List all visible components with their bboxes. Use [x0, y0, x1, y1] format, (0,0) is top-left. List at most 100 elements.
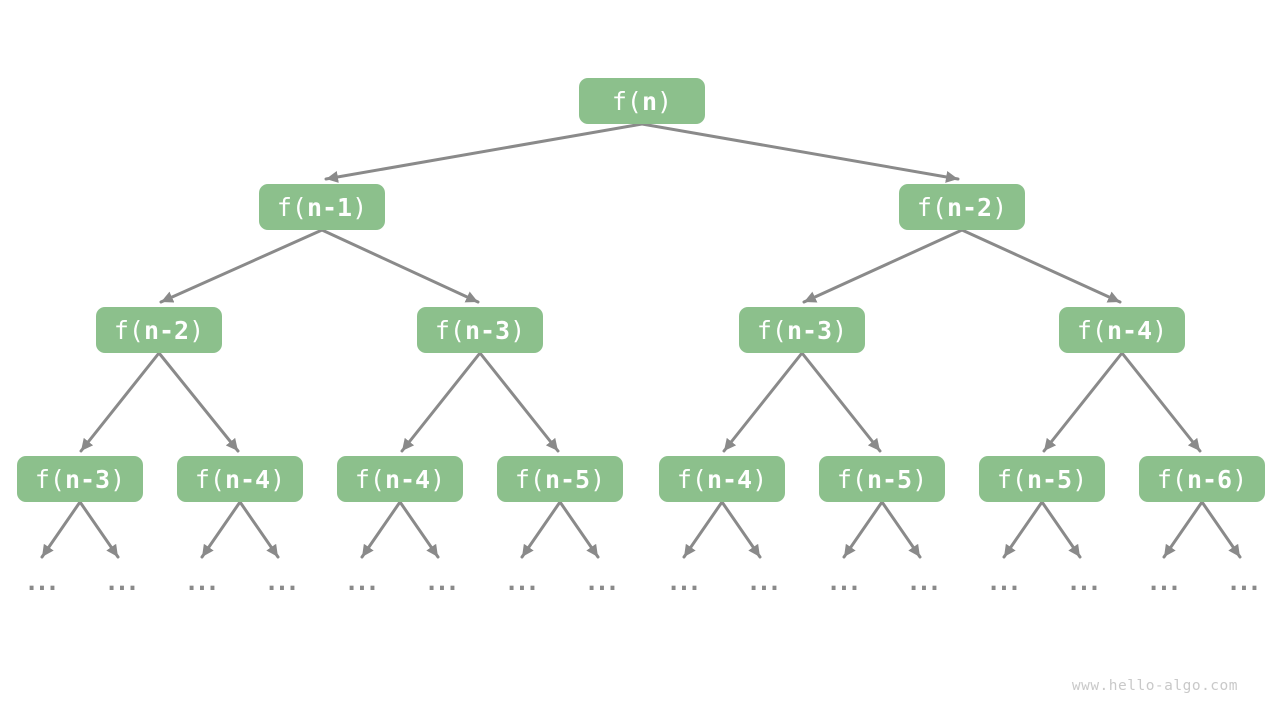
- arrow: [682, 500, 724, 559]
- tree-node-f-n-4: f(n-4): [659, 456, 785, 502]
- leaf-ellipsis: ...: [184, 568, 219, 596]
- tree-node-f-n-3: f(n-3): [17, 456, 143, 502]
- arrow: [40, 500, 82, 559]
- node-suffix: ): [1232, 464, 1248, 494]
- leaf-ellipsis: ...: [24, 568, 59, 596]
- arrow: [1120, 351, 1202, 453]
- arrow: [802, 228, 964, 304]
- node-suffix: ): [752, 464, 768, 494]
- node-prefix: f(: [1156, 464, 1187, 494]
- node-suffix: ): [430, 464, 446, 494]
- node-suffix: ): [270, 464, 286, 494]
- node-prefix: f(: [676, 464, 707, 494]
- tree-node-f-n-4: f(n-4): [337, 456, 463, 502]
- node-prefix: f(: [276, 192, 307, 222]
- tree-node-f-n-4: f(n-4): [1059, 307, 1185, 353]
- node-suffix: ): [657, 86, 673, 116]
- node-prefix: f(: [996, 464, 1027, 494]
- arrow: [640, 122, 960, 183]
- leaf-ellipsis: ...: [1226, 568, 1261, 596]
- leaf-ellipsis: ...: [746, 568, 781, 596]
- arrow: [842, 500, 884, 559]
- node-arg: n-4: [1106, 315, 1153, 345]
- arrow: [478, 351, 560, 453]
- arrow: [722, 351, 804, 453]
- node-arg: n-6: [1186, 464, 1233, 494]
- tree-node-f-n-6: f(n-6): [1139, 456, 1265, 502]
- tree-node-f-n-2: f(n-2): [96, 307, 222, 353]
- node-prefix: f(: [756, 315, 787, 345]
- leaf-ellipsis: ...: [504, 568, 539, 596]
- node-prefix: f(: [434, 315, 465, 345]
- node-prefix: f(: [916, 192, 947, 222]
- node-arg: n-5: [1026, 464, 1073, 494]
- node-suffix: ): [510, 315, 526, 345]
- node-suffix: ): [110, 464, 126, 494]
- leaf-ellipsis: ...: [1146, 568, 1181, 596]
- leaf-ellipsis: ...: [906, 568, 941, 596]
- node-prefix: f(: [1076, 315, 1107, 345]
- leaf-ellipsis: ...: [666, 568, 701, 596]
- node-arg: n-4: [224, 464, 271, 494]
- arrow: [1200, 500, 1242, 559]
- leaf-ellipsis: ...: [264, 568, 299, 596]
- node-prefix: f(: [354, 464, 385, 494]
- arrow: [324, 122, 644, 183]
- arrow: [360, 500, 402, 559]
- arrow: [880, 500, 922, 559]
- node-prefix: f(: [611, 86, 642, 116]
- tree-node-f-n-3: f(n-3): [417, 307, 543, 353]
- node-arg: n-3: [64, 464, 111, 494]
- leaf-ellipsis: ...: [424, 568, 459, 596]
- tree-node-f-n-5: f(n-5): [497, 456, 623, 502]
- arrow: [1042, 351, 1124, 453]
- node-prefix: f(: [34, 464, 65, 494]
- node-suffix: ): [189, 315, 205, 345]
- node-arg: n-2: [946, 192, 993, 222]
- arrow: [79, 351, 161, 453]
- arrow: [720, 500, 762, 559]
- node-arg: n: [641, 86, 658, 116]
- node-suffix: ): [992, 192, 1008, 222]
- arrow: [159, 228, 324, 304]
- arrow: [157, 351, 240, 453]
- tree-node-f-n-4: f(n-4): [177, 456, 303, 502]
- arrow: [960, 228, 1122, 304]
- leaf-ellipsis: ...: [104, 568, 139, 596]
- tree-node-f-n-2: f(n-2): [899, 184, 1025, 230]
- node-arg: n-4: [706, 464, 753, 494]
- node-suffix: ): [832, 315, 848, 345]
- arrow: [520, 500, 562, 559]
- arrow: [1040, 500, 1082, 559]
- node-suffix: ): [590, 464, 606, 494]
- tree-node-f-n-1: f(n-1): [259, 184, 385, 230]
- node-prefix: f(: [836, 464, 867, 494]
- node-arg: n-5: [544, 464, 591, 494]
- tree-node-f-n-5: f(n-5): [819, 456, 945, 502]
- node-arg: n-3: [464, 315, 511, 345]
- tree-node-f-n-3: f(n-3): [739, 307, 865, 353]
- arrow: [398, 500, 440, 559]
- arrow: [558, 500, 600, 559]
- node-suffix: ): [352, 192, 368, 222]
- node-suffix: ): [912, 464, 928, 494]
- arrow: [320, 228, 480, 304]
- node-arg: n-2: [143, 315, 190, 345]
- node-suffix: ): [1152, 315, 1168, 345]
- arrow: [1002, 500, 1044, 559]
- arrow: [78, 500, 120, 559]
- tree-node-f-n: f(n): [579, 78, 705, 124]
- arrow: [400, 351, 482, 453]
- arrow: [800, 351, 882, 453]
- arrow: [200, 500, 242, 559]
- leaf-ellipsis: ...: [826, 568, 861, 596]
- node-arg: n-1: [306, 192, 353, 222]
- node-suffix: ): [1072, 464, 1088, 494]
- leaf-ellipsis: ...: [986, 568, 1021, 596]
- watermark-text: www.hello-algo.com: [1071, 678, 1238, 694]
- arrow: [1162, 500, 1204, 559]
- node-prefix: f(: [113, 315, 144, 345]
- arrow: [238, 500, 280, 559]
